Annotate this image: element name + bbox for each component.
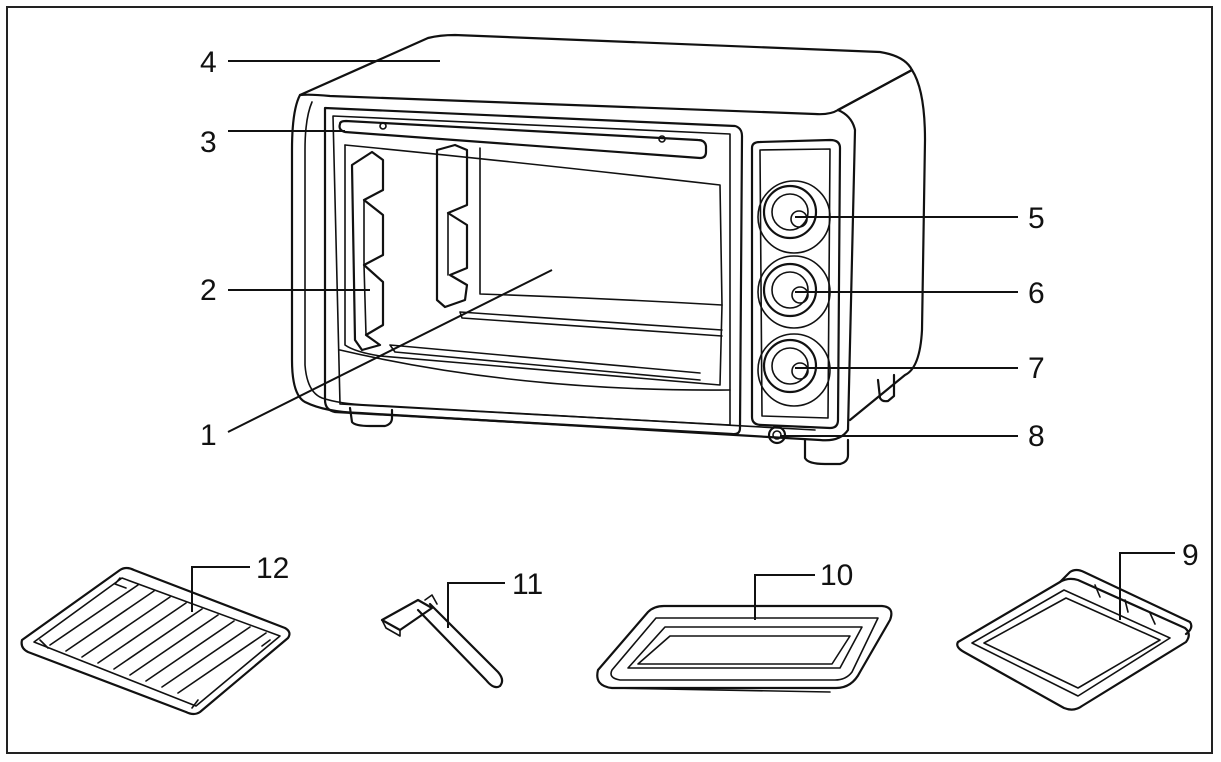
label-10: 10 xyxy=(820,559,853,592)
oven-top-panel xyxy=(298,33,914,116)
tray-handle xyxy=(380,594,504,689)
label-7: 7 xyxy=(1028,352,1045,385)
temperature-knob xyxy=(757,333,831,407)
oven xyxy=(290,33,927,466)
label-6: 6 xyxy=(1028,277,1045,310)
crumb-tray xyxy=(956,568,1193,711)
oven-foot-back xyxy=(876,373,896,403)
oven-foot-left xyxy=(348,406,394,428)
oven-front-body xyxy=(290,93,857,442)
control-panel xyxy=(750,138,842,430)
timer-knob xyxy=(757,180,831,254)
label-5: 5 xyxy=(1028,202,1045,235)
leader-lines xyxy=(191,60,1175,628)
oven-side-panel xyxy=(836,68,927,422)
diagram-frame xyxy=(6,6,1213,754)
baking-tray xyxy=(596,604,893,693)
wire-rack xyxy=(20,566,291,716)
oven-foot-right xyxy=(803,438,850,466)
oven-cavity xyxy=(344,144,723,306)
label-12: 12 xyxy=(256,552,289,585)
door-handle xyxy=(338,119,708,160)
label-4: 4 xyxy=(200,46,217,79)
label-2: 2 xyxy=(200,274,217,307)
label-3: 3 xyxy=(200,126,217,159)
label-11: 11 xyxy=(512,568,543,601)
oven-door-frame xyxy=(323,106,744,436)
rack-guide-back xyxy=(435,143,469,309)
label-9: 9 xyxy=(1182,539,1199,572)
label-8: 8 xyxy=(1028,420,1045,453)
label-1: 1 xyxy=(200,419,217,452)
rack-guide-left xyxy=(350,150,385,352)
